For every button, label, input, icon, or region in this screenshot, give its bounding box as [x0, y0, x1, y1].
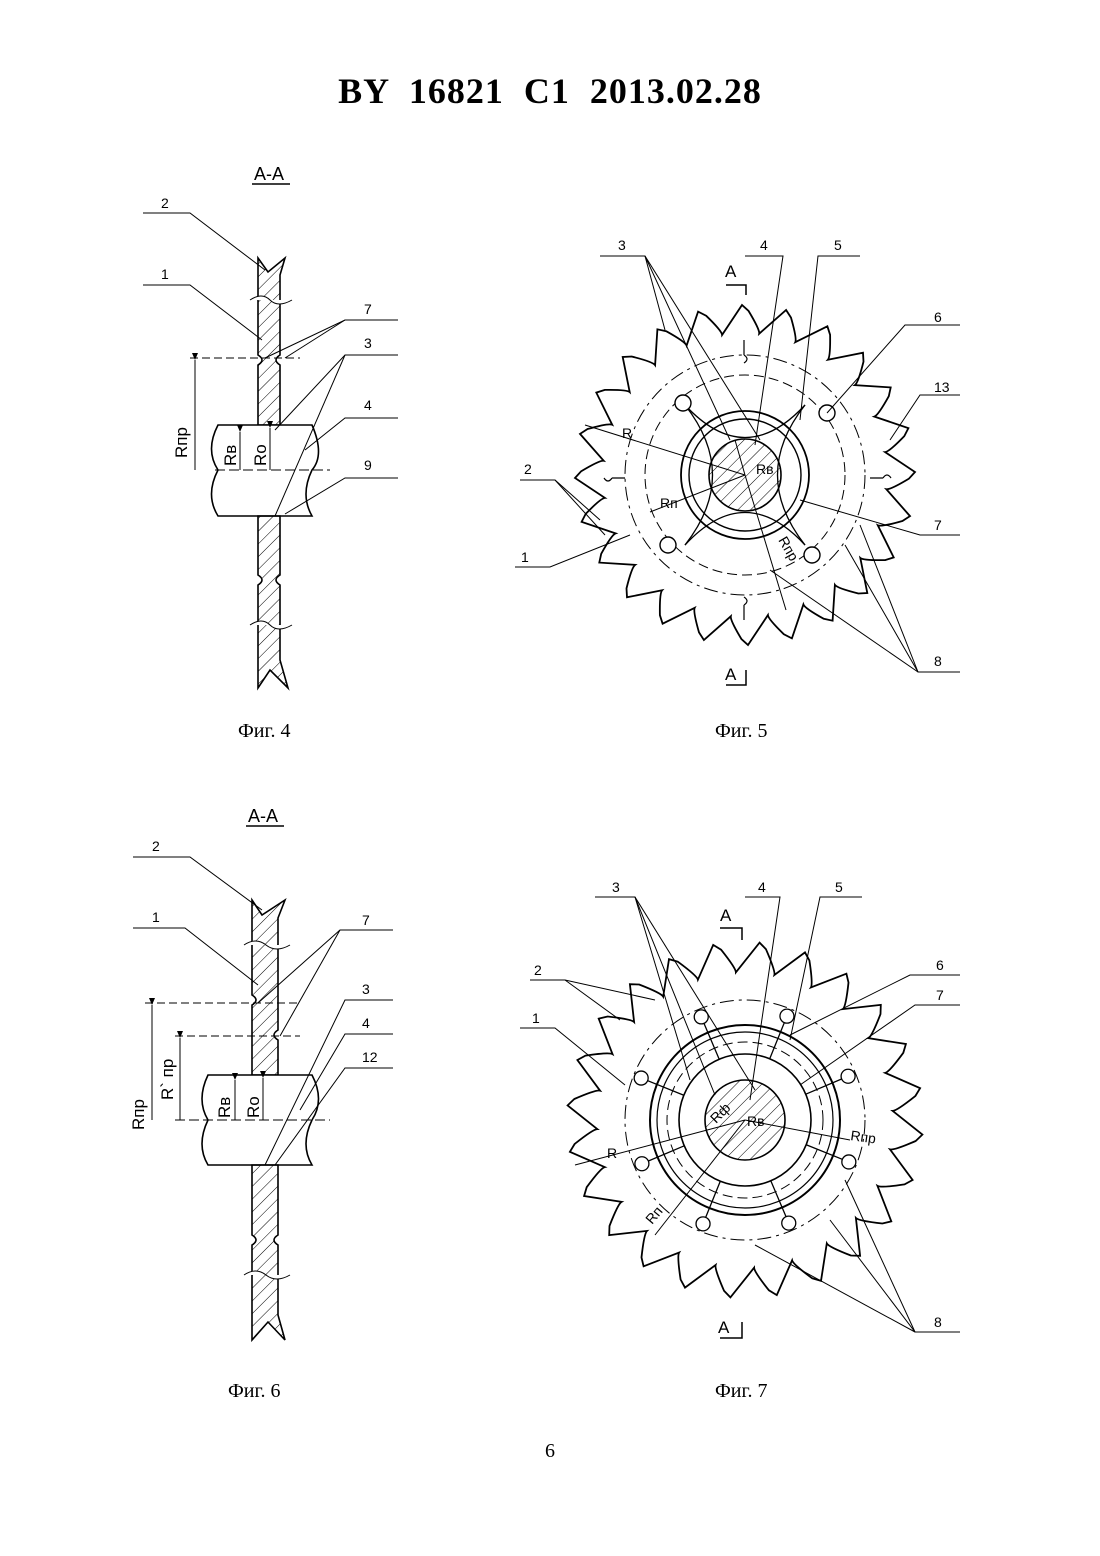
- fig7-callout-6: 6: [936, 957, 944, 973]
- fig7-spoke-hole: [780, 1009, 794, 1023]
- fig6-dim-rv: Rв: [215, 1097, 234, 1118]
- fig5-callout-13: 13: [934, 379, 950, 395]
- figure-4: A-A Rпр Rв Ro 2 1 7 3 4 9: [143, 164, 398, 688]
- fig7-callout-8: 8: [934, 1314, 942, 1330]
- fig4-dim-rpr: Rпр: [172, 427, 191, 458]
- fig5-dim-r: R: [622, 425, 632, 441]
- fig7-callout-7: 7: [936, 987, 944, 1003]
- fig6-callout-4: 4: [362, 1015, 370, 1031]
- fig5-callout-2: 2: [524, 461, 532, 477]
- fig7-callout-3: 3: [612, 879, 620, 895]
- fig4-section-label: A-A: [254, 164, 284, 184]
- fig7-spoke-hole: [634, 1071, 648, 1085]
- fig5-callout-4: 4: [760, 237, 768, 253]
- fig5-section-top: A: [725, 262, 737, 281]
- fig6-section-label: A-A: [248, 806, 278, 826]
- fig6-callout-12: 12: [362, 1049, 378, 1065]
- fig7-spoke-hole: [782, 1216, 796, 1230]
- fig5-dim-rv: Rв: [756, 461, 774, 477]
- fig5-callout-3: 3: [618, 237, 626, 253]
- figure-7: Rф Rв Rпр R Rп A A 3 4 5 2 6 7 1 8: [520, 879, 960, 1338]
- fig4-dim-ro: Ro: [251, 444, 270, 466]
- fig4-callout-3: 3: [364, 335, 372, 351]
- fig6-callout-7: 7: [362, 912, 370, 928]
- fig5-callout-6: 6: [934, 309, 942, 325]
- fig6-dim-rpr: Rпр: [129, 1099, 148, 1130]
- fig4-callout-1: 1: [161, 266, 169, 282]
- fig5-callout-1: 1: [521, 549, 529, 565]
- fig7-spoke-hole: [841, 1069, 855, 1083]
- fig4-callout-7: 7: [364, 301, 372, 317]
- fig7-dim-rv: Rв: [747, 1113, 765, 1129]
- fig6-dim-ro: Ro: [244, 1096, 263, 1118]
- fig7-caption: Фиг. 7: [715, 1380, 767, 1403]
- fig7-spoke-hole: [842, 1155, 856, 1169]
- fig5-callout-7: 7: [934, 517, 942, 533]
- fig7-callout-1: 1: [532, 1010, 540, 1026]
- fig5-caption: Фиг. 5: [715, 720, 767, 743]
- fig6-callout-2: 2: [152, 838, 160, 854]
- fig7-spoke-hole: [696, 1217, 710, 1231]
- fig6-callout-1: 1: [152, 909, 160, 925]
- fig4-callout-9: 9: [364, 457, 372, 473]
- fig7-spoke-hole: [635, 1157, 649, 1171]
- fig7-section-top: A: [720, 906, 732, 925]
- figure-5: R Rв Rп Rпр A A 3 4 5 6 13 2 7 1 8: [515, 237, 960, 685]
- fig5-dim-rp: Rп: [660, 495, 678, 511]
- fig4-callout-2: 2: [161, 195, 169, 211]
- fig4-dim-rv: Rв: [221, 445, 240, 466]
- fig7-callout-4: 4: [758, 879, 766, 895]
- fig7-dim-r: R: [607, 1145, 617, 1161]
- fig5-callout-8: 8: [934, 653, 942, 669]
- fig6-caption: Фиг. 6: [228, 1380, 280, 1403]
- page-number: 6: [0, 1440, 1100, 1463]
- fig4-callout-4: 4: [364, 397, 372, 413]
- fig6-callout-3: 3: [362, 981, 370, 997]
- fig7-section-bottom: A: [718, 1318, 730, 1337]
- fig7-callout-2: 2: [534, 962, 542, 978]
- fig7-callout-5: 5: [835, 879, 843, 895]
- fig6-dim-rpr-prime: R` пр: [158, 1059, 177, 1100]
- fig5-section-bottom: A: [725, 665, 737, 684]
- figure-6: A-A Rпр R` пр Rв Ro 2 1 7 3 4 12: [129, 806, 393, 1340]
- fig4-caption: Фиг. 4: [238, 720, 290, 743]
- fig5-callout-5: 5: [834, 237, 842, 253]
